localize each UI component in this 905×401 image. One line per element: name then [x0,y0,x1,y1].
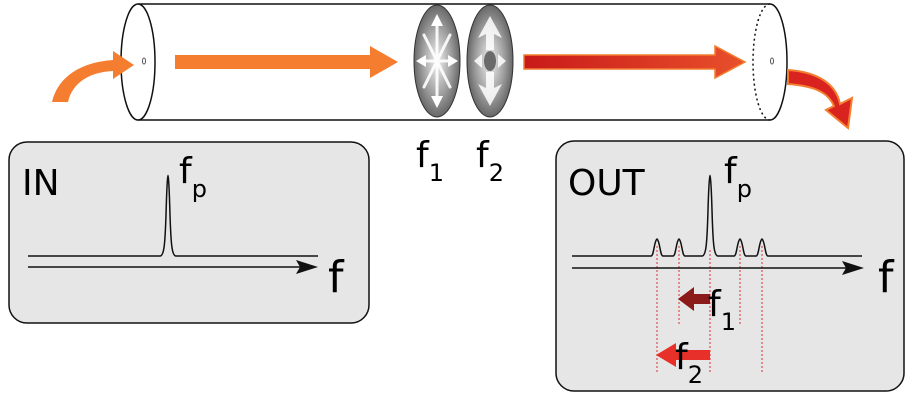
input-axis-label: f [328,252,345,303]
output-spectrum-trace [572,174,862,257]
input-light-arrow [52,46,398,102]
filter-disc-f1 [413,4,461,118]
output-light-arrow [523,44,854,130]
shift-arrow-f2 [656,343,710,367]
output-axis-label: f [878,252,895,303]
input-spectrum-panel: IN fp f [8,141,370,324]
output-panel-title: OUT [568,163,646,204]
output-spectrum-panel: OUT fp f f1 f2 [555,140,905,392]
fiber-output-core [770,57,774,65]
shift-arrow-f1 [678,287,710,311]
input-spectrum-trace [28,174,318,257]
fiber-output-end [769,3,788,121]
filter-label-f2: f2 [476,135,504,187]
filter-disc-f2 [466,4,514,118]
filter-label-f1: f1 [416,135,444,187]
input-panel-title: IN [22,163,60,204]
fiber-input-core [142,57,146,65]
output-peak-label: fp [724,151,752,203]
optical-fiber [120,3,788,121]
shift-label-f2: f2 [675,337,703,389]
shift-label-f1: f1 [708,284,736,336]
input-peak-label: fp [179,151,207,203]
